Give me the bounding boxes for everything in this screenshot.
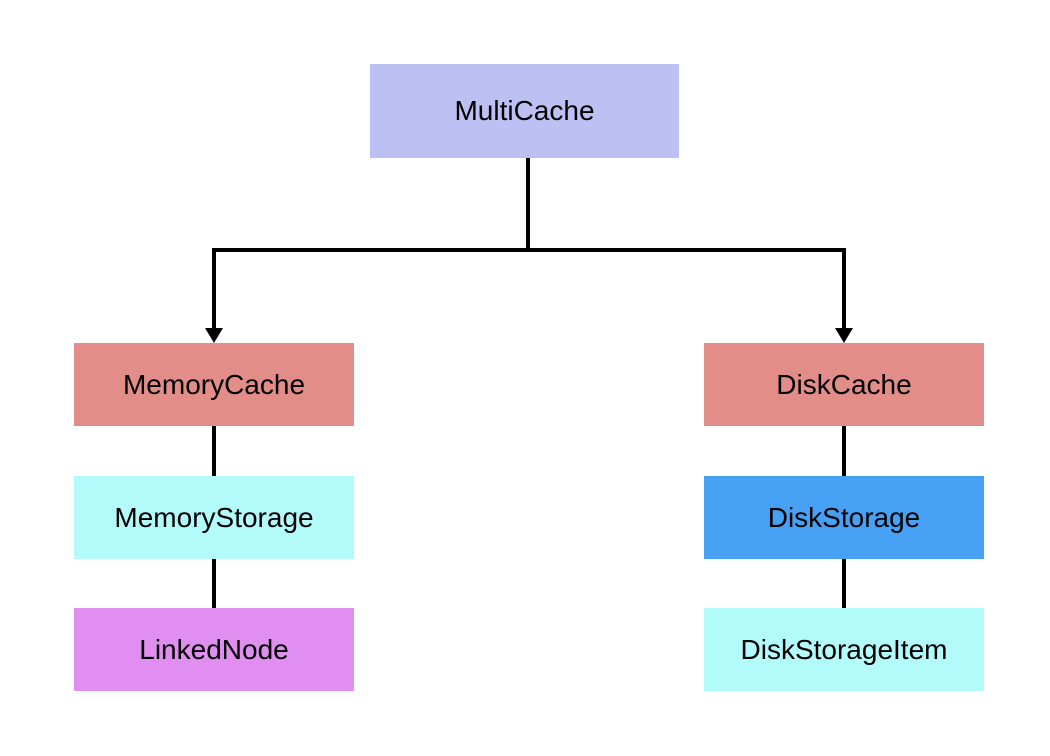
arrowhead-diskcache: [835, 328, 853, 343]
arrowhead-memorycache: [205, 328, 223, 343]
node-memorycache: MemoryCache: [74, 343, 354, 426]
node-label-memorystorage: MemoryStorage: [114, 501, 314, 533]
node-label-linkednode: LinkedNode: [139, 633, 289, 665]
node-label-memorycache: MemoryCache: [122, 368, 306, 400]
node-linkednode: LinkedNode: [74, 608, 354, 691]
node-multicache: MultiCache: [370, 64, 679, 158]
node-label-multicache: MultiCache: [454, 95, 595, 126]
node-label-diskstorageitem: DiskStorageItem: [740, 633, 948, 665]
node-label-diskstorage: DiskStorage: [767, 501, 921, 533]
node-label-diskcache: DiskCache: [776, 368, 912, 400]
node-diskcache: DiskCache: [704, 343, 984, 426]
node-memorystorage: MemoryStorage: [74, 476, 354, 559]
node-diskstorageitem: DiskStorageItem: [704, 608, 984, 691]
node-diskstorage: DiskStorage: [704, 476, 984, 559]
